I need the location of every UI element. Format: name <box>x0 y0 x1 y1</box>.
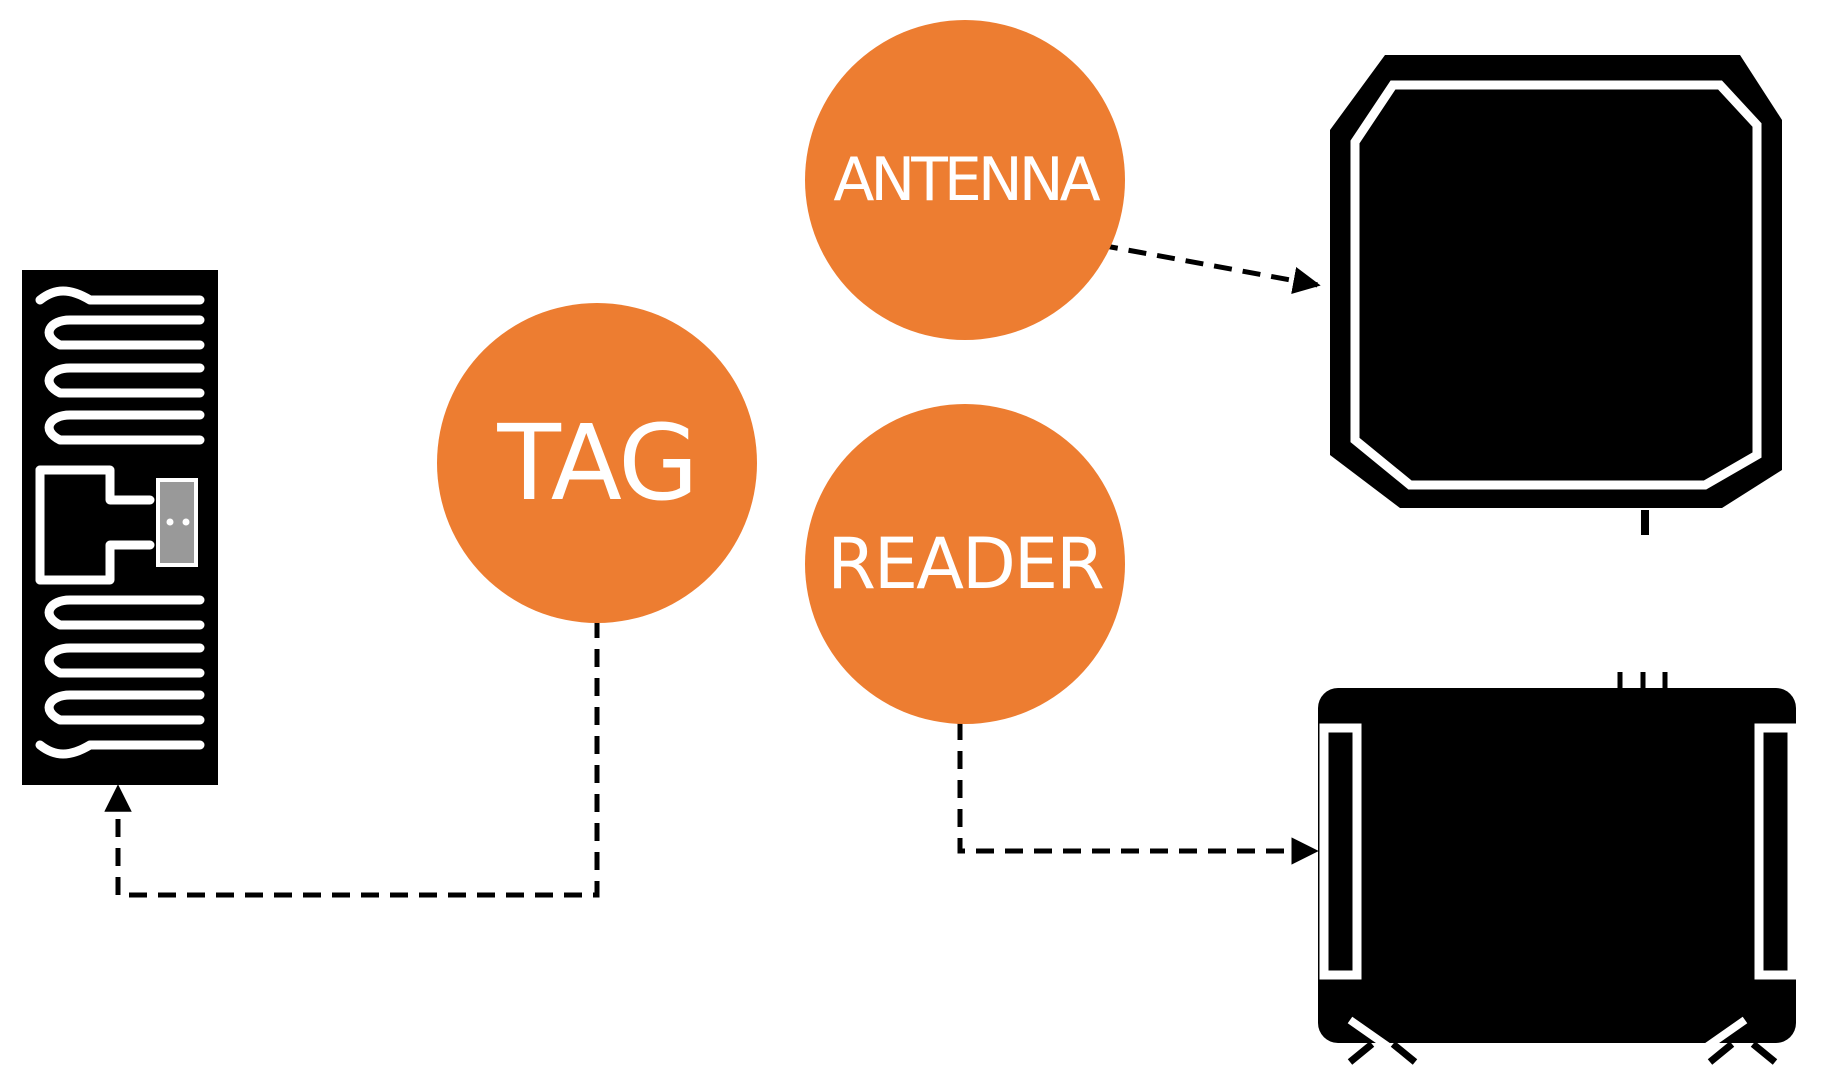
antenna-node: ANTENNA <box>805 20 1125 340</box>
rfid-antenna-icon <box>1330 55 1782 535</box>
rfid-tag-inlay-icon <box>22 270 218 785</box>
reader-label: READER <box>827 523 1105 605</box>
reader-node: READER <box>805 404 1125 724</box>
antenna-label: ANTENNA <box>833 145 1100 215</box>
connector-antenna-to-panel <box>1099 242 1321 295</box>
tag-node: TAG <box>437 303 757 623</box>
rfid-reader-icon <box>1318 672 1797 1065</box>
connector-reader-to-device <box>957 722 1319 865</box>
tag-label: TAG <box>497 402 698 524</box>
